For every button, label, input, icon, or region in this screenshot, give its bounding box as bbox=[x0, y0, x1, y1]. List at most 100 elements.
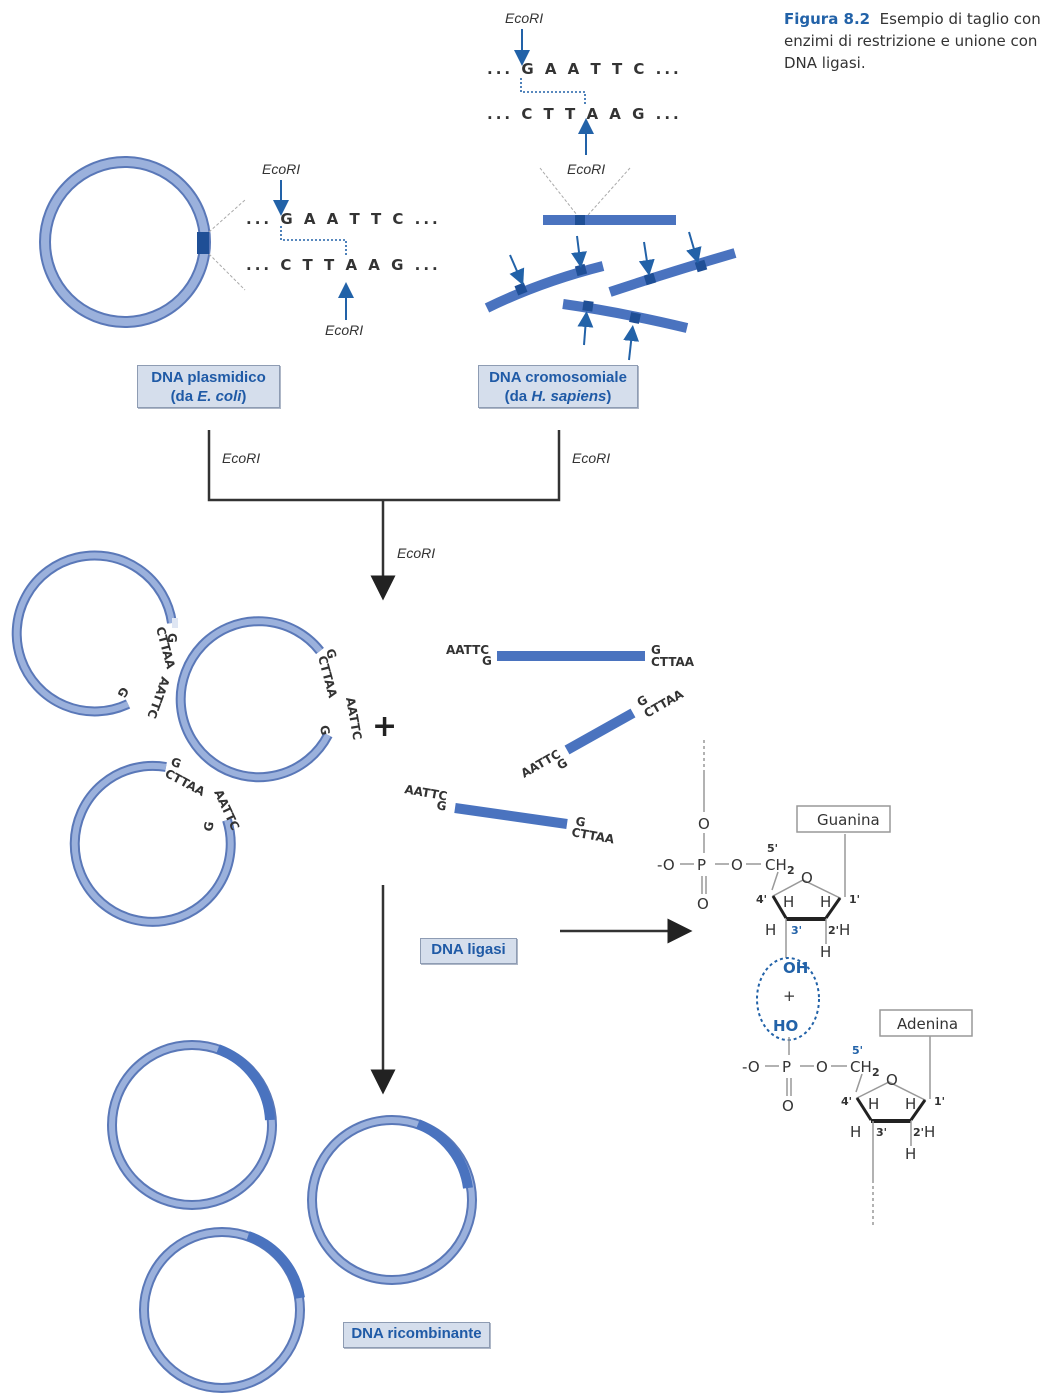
bracket-ecori-left: EcoRI bbox=[222, 450, 260, 466]
chem-top-nucleotide bbox=[680, 740, 891, 958]
recombinant-label-box: DNA ricombinante bbox=[343, 1322, 490, 1348]
top-1prime: 1' bbox=[849, 893, 860, 906]
plasmid-label-box: DNA plasmidico (da E. coli) bbox=[137, 365, 280, 408]
cut2-g-bottom: G bbox=[317, 724, 332, 736]
chromo-label-box: DNA cromosomiale (da H. sapiens) bbox=[478, 365, 638, 408]
plasmid-cut-line bbox=[280, 226, 347, 256]
frag1-g-left: G bbox=[482, 654, 492, 668]
top-phosphate-p: P bbox=[697, 856, 706, 874]
plasmid-zoom-line-top bbox=[208, 199, 246, 233]
bottom-1prime: 1' bbox=[934, 1095, 945, 1108]
bottom-phosphate-o-lower: O bbox=[782, 1097, 794, 1115]
recombinant-plasmid-1 bbox=[107, 1040, 277, 1210]
frag2-g-left: G bbox=[555, 756, 571, 773]
plasmid-zoom-line-bottom bbox=[208, 253, 246, 291]
cut1-g-bottom: G bbox=[114, 685, 131, 701]
top-4prime: 4' bbox=[756, 893, 767, 906]
top-h-1: H bbox=[820, 893, 831, 911]
bottom-h-4: H bbox=[868, 1095, 879, 1113]
fragment-arrow-6 bbox=[623, 325, 640, 361]
plasmid-label-line1: DNA plasmidico bbox=[151, 369, 266, 386]
cut1-g: G bbox=[165, 633, 179, 643]
cut2-g: G bbox=[323, 647, 339, 660]
cut3-cttaa: CTTAA bbox=[163, 766, 208, 799]
bottom-h-3: H bbox=[850, 1123, 861, 1141]
chromo-top-strand: ... G A A T T C ... bbox=[487, 60, 682, 78]
recombinant-plasmid-3 bbox=[139, 1227, 305, 1393]
cut1-aattc: AATTC bbox=[144, 675, 172, 720]
linear-fragment-1 bbox=[497, 651, 645, 661]
plasmid-circle bbox=[39, 156, 211, 328]
cut2-aattc: AATTC bbox=[343, 696, 364, 741]
bottom-ho: HO bbox=[773, 1017, 798, 1035]
chromo-zoom-line-right bbox=[587, 167, 631, 216]
top-phosphate-o-lower: O bbox=[697, 895, 709, 913]
chromo-label-line2: (da H. sapiens) bbox=[504, 388, 612, 405]
bottom-ring-o: O bbox=[886, 1071, 898, 1089]
top-5prime: 5' bbox=[767, 842, 778, 855]
ligase-label-box: DNA ligasi bbox=[420, 938, 517, 964]
fragment-arrow-3 bbox=[638, 241, 655, 276]
frag3-g-left: G bbox=[435, 798, 447, 813]
frag1-cttaa: CTTAA bbox=[651, 655, 695, 669]
chromo-ecori-label-bottom: EcoRI bbox=[567, 161, 605, 177]
chromo-ecori-label-top: EcoRI bbox=[505, 10, 543, 26]
base-adenina: Adenina bbox=[897, 1015, 958, 1033]
top-ring-o: O bbox=[801, 869, 813, 887]
top-2prime: 2' bbox=[828, 924, 839, 937]
chromo-species: H. sapiens bbox=[531, 388, 607, 405]
cut-plasmid-2 bbox=[175, 616, 333, 783]
bottom-h-1: H bbox=[905, 1095, 916, 1113]
top-h-4: H bbox=[783, 893, 794, 911]
bottom-4prime: 4' bbox=[841, 1095, 852, 1108]
plasmid-ecori-label-bottom: EcoRI bbox=[325, 322, 363, 338]
recombinant-plasmid-2 bbox=[307, 1115, 477, 1285]
top-ch2-sub: 2 bbox=[787, 864, 795, 877]
ligation-plus: + bbox=[783, 987, 796, 1005]
chem-bottom-nucleotide bbox=[765, 1009, 973, 1226]
figure-caption-text: Esempio di taglio con enzimi di restrizi… bbox=[784, 10, 1041, 72]
bottom-5prime: 5' bbox=[852, 1044, 863, 1057]
bottom-ch2-sub: 2 bbox=[872, 1066, 880, 1079]
chromo-fragment-2 bbox=[608, 248, 737, 297]
plus-sign: + bbox=[372, 709, 397, 744]
plasmid-bottom-strand: ... C T T A A G ... bbox=[246, 256, 441, 274]
plasmid-ecori-site bbox=[197, 232, 209, 254]
figure-number: Figura 8.2 bbox=[784, 10, 871, 28]
plasmid-label-line2: (da E. coli) bbox=[170, 388, 247, 405]
linear-fragment-3 bbox=[454, 803, 568, 829]
chromo-fragment-3 bbox=[562, 299, 689, 333]
fragment-arrow-1 bbox=[509, 254, 525, 286]
fragment-arrow-2 bbox=[571, 235, 587, 268]
top-phosphate-o-minus: -O bbox=[657, 856, 675, 874]
chromosome-bar bbox=[543, 215, 676, 225]
top-ch2: CH bbox=[765, 856, 787, 874]
top-h-2: H bbox=[839, 921, 850, 939]
frag3-cttaa: CTTAA bbox=[570, 825, 616, 846]
bracket-ecori-right: EcoRI bbox=[572, 450, 610, 466]
top-h-3: H bbox=[765, 921, 776, 939]
plasmid-species: E. coli bbox=[197, 388, 242, 405]
top-phosphate-o-upper: O bbox=[698, 815, 710, 833]
top-oh: OH bbox=[783, 959, 808, 977]
bottom-phosphate-o-minus: -O bbox=[742, 1058, 760, 1076]
plasmid-top-strand: ... G A A T T C ... bbox=[246, 210, 441, 228]
frag1-g-right: G bbox=[651, 643, 661, 657]
bottom-3prime: 3' bbox=[876, 1126, 887, 1139]
bottom-2prime: 2' bbox=[913, 1126, 924, 1139]
frag1-aattc: AATTC bbox=[446, 643, 489, 657]
ligation-ellipse bbox=[756, 957, 820, 1041]
chromo-label-line1: DNA cromosomiale bbox=[489, 369, 627, 386]
cut3-g-bottom: G bbox=[201, 820, 216, 832]
top-phosphate-o-bridge: O bbox=[731, 856, 743, 874]
bottom-ch2: CH bbox=[850, 1058, 872, 1076]
base-guanina: Guanina bbox=[817, 811, 880, 829]
frag2-cttaa: CTTAA bbox=[642, 687, 687, 721]
top-h-2b: H bbox=[820, 943, 831, 961]
linear-fragment-2 bbox=[564, 708, 636, 755]
plasmid-ecori-label-top: EcoRI bbox=[262, 161, 300, 177]
bottom-h-2: H bbox=[924, 1123, 935, 1141]
bottom-phosphate-o-bridge: O bbox=[816, 1058, 828, 1076]
